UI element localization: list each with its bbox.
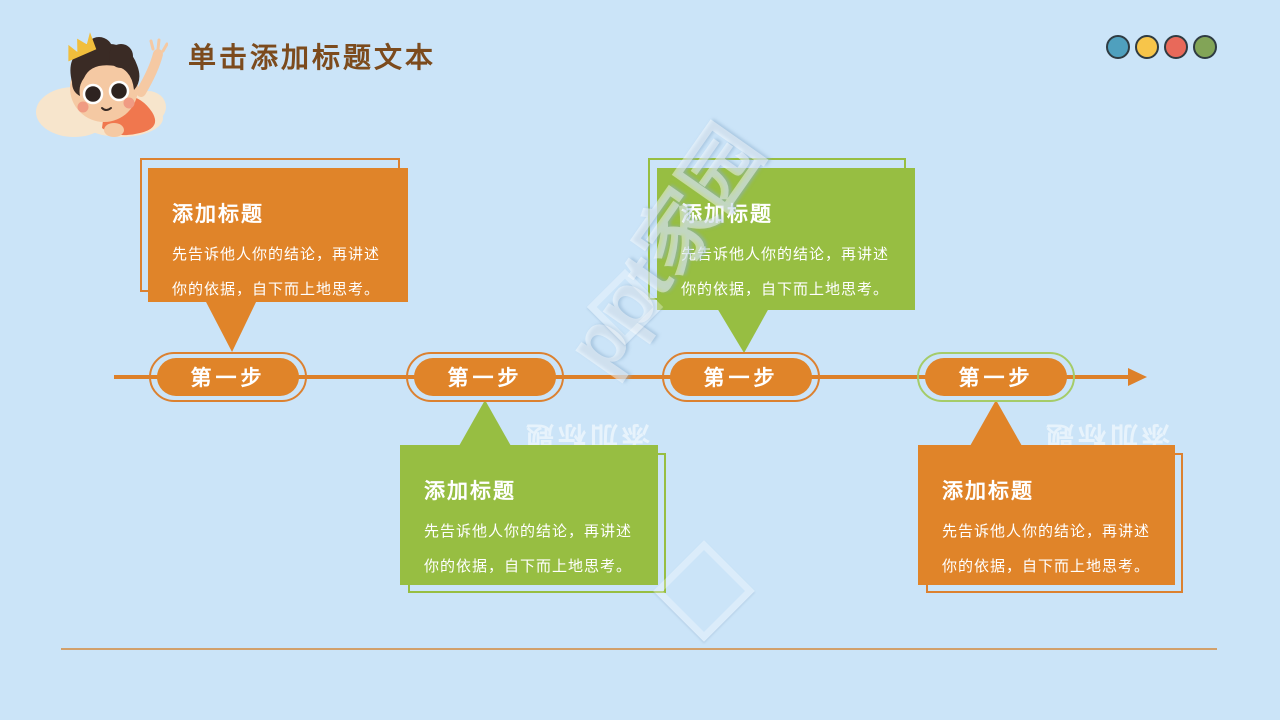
step-3-ring: 第一步	[662, 352, 820, 402]
callout-1-tail	[205, 300, 257, 352]
step-2-ring: 第一步	[406, 352, 564, 402]
callout-1[interactable]: 添加标题 先告诉他人你的结论，再讲述你的依据，自下而上地思考。	[148, 168, 408, 302]
step-1-ring: 第一步	[149, 352, 307, 402]
page-title[interactable]: 单击添加标题文本	[188, 42, 437, 73]
timeline-line	[114, 375, 1130, 379]
callout-4-body: 先告诉他人你的结论，再讲述你的依据，自下而上地思考。	[942, 523, 1151, 575]
decor-dots	[1106, 35, 1217, 59]
dot-green-icon	[1193, 35, 1217, 59]
callout-4[interactable]: 添加标题 先告诉他人你的结论，再讲述你的依据，自下而上地思考。	[918, 445, 1175, 585]
dot-blue-icon	[1106, 35, 1130, 59]
boy-on-cloud-illustration	[36, 20, 169, 143]
callout-4-heading: 添加标题	[942, 480, 1034, 503]
callout-3[interactable]: 添加标题 先告诉他人你的结论，再讲述你的依据，自下而上地思考。	[657, 168, 915, 310]
callout-2[interactable]: 添加标题 先告诉他人你的结论，再讲述你的依据，自下而上地思考。	[400, 445, 658, 585]
callout-2-heading: 添加标题	[424, 480, 516, 503]
step-1-pill[interactable]: 第一步	[157, 358, 299, 396]
step-3-pill[interactable]: 第一步	[670, 358, 812, 396]
callout-1-body: 先告诉他人你的结论，再讲述你的依据，自下而上地思考。	[172, 246, 381, 298]
watermark-diamond-icon	[653, 540, 755, 642]
dot-red-icon	[1164, 35, 1188, 59]
step-4-ring: 第一步	[917, 352, 1075, 402]
callout-4-tail	[970, 400, 1022, 446]
callout-3-tail	[717, 308, 769, 353]
callout-3-heading: 添加标题	[681, 203, 773, 226]
callout-1-heading: 添加标题	[172, 203, 264, 226]
timeline-arrowhead-icon	[1128, 368, 1147, 386]
step-2-pill[interactable]: 第一步	[414, 358, 556, 396]
dot-yellow-icon	[1135, 35, 1159, 59]
bottom-divider	[61, 648, 1217, 650]
callout-2-tail	[459, 400, 511, 446]
callout-3-body: 先告诉他人你的结论，再讲述你的依据，自下而上地思考。	[681, 246, 890, 298]
step-4-pill[interactable]: 第一步	[925, 358, 1067, 396]
callout-2-body: 先告诉他人你的结论，再讲述你的依据，自下而上地思考。	[424, 523, 633, 575]
boy-on-cloud-svg	[36, 32, 169, 137]
